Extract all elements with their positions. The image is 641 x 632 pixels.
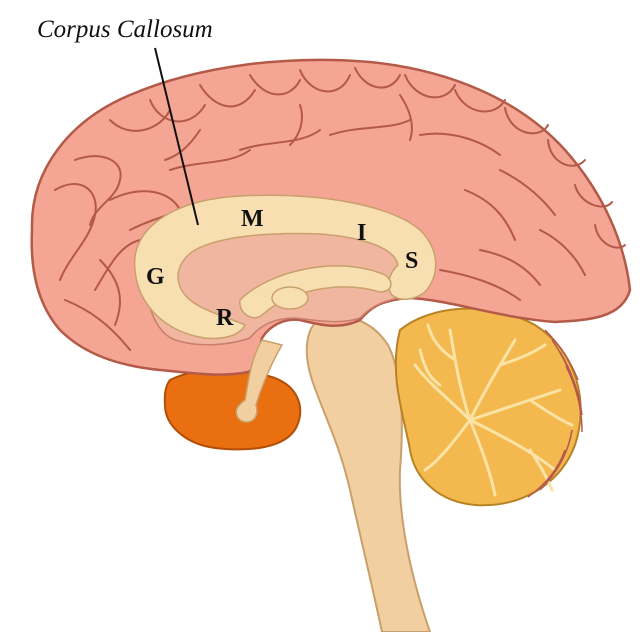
temporal-lobe [165,370,300,450]
diagram-title: Corpus Callosum [37,16,213,43]
segment-label-isthmus: I [357,220,366,246]
thalamus [272,287,308,309]
segment-label-splenium: S [405,248,418,274]
segment-label-genu: G [146,264,165,290]
segment-label-rostrum: R [216,305,234,331]
segment-label-midbody: M [241,206,264,232]
